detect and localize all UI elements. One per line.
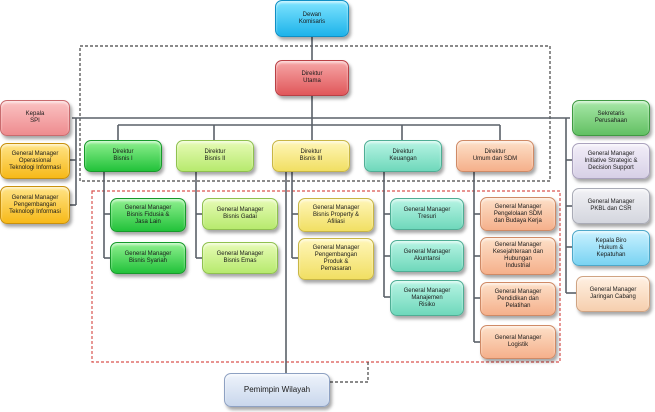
gm-bisnis-emas-box: General Manager Bisnis Emas	[202, 242, 278, 274]
pemimpin-wilayah-box: Pemimpin Wilayah	[224, 373, 330, 407]
gm-pengembangan-produk-box: General Manager Pengembangan Produk & Pe…	[298, 238, 374, 280]
gm-bisnis-gadai-label: General Manager Bisnis Gadai	[216, 207, 264, 220]
gm-jaringan-cabang-label: General Manager Jaringan Cabang	[589, 287, 637, 300]
gm-pengembangan-ti-box: General Manager Pengembangan Teknologi I…	[0, 186, 70, 224]
gm-tresuri-box: General Manager Tresuri	[390, 198, 464, 230]
gm-jaringan-cabang-box: General Manager Jaringan Cabang	[576, 276, 650, 312]
direktur-umum-sdm-box: Direktur Umum dan SDM	[456, 140, 534, 172]
gm-pendidikan-label: General Manager Pendidikan dan Pelatihan	[494, 288, 542, 309]
gm-logistik-box: General Manager Logistik	[480, 325, 556, 359]
gm-tresuri-label: General Manager Tresuri	[403, 207, 451, 220]
pemimpin-wilayah-label: Pemimpin Wilayah	[243, 385, 311, 394]
gm-bisnis-emas-label: General Manager Bisnis Emas	[216, 251, 264, 264]
direktur-bisnis-3-box: Direktur Bisnis III	[272, 140, 350, 172]
direktur-bisnis-2-label: Direktur Bisnis II	[204, 149, 226, 162]
direktur-bisnis-3-label: Direktur Bisnis III	[299, 149, 323, 162]
gm-operasional-ti-box: General Manager Operasional Teknologi In…	[0, 143, 70, 179]
gm-manajemen-risiko-label: General Manager Manajemen Risiko	[403, 287, 451, 308]
gm-pengelolaan-sdm-label: General Manager Pengelolaan SDM dan Buda…	[493, 203, 543, 224]
board-dashed-frame	[79, 45, 551, 182]
gm-akuntansi-box: General Manager Akuntansi	[390, 240, 464, 272]
gm-kesejahteraan-label: General Manager Kesejahteraan dan Hubung…	[492, 242, 544, 269]
gm-bisnis-fidusia-label: General Manager Bisnis Fidusia & Jasa La…	[124, 204, 172, 225]
dewan-komisaris-label: Dewan Komisaris	[298, 11, 326, 25]
kepala-spi-box: Kepala SPI	[0, 100, 70, 136]
gm-pengelolaan-sdm-box: General Manager Pengelolaan SDM dan Buda…	[480, 197, 556, 231]
gm-bisnis-property-label: General Manager Bisnis Property & Afilia…	[312, 204, 360, 225]
kepala-biro-hukum-box: Kepala Biro Hukum & Kepatuhan	[572, 230, 650, 266]
gm-manajemen-risiko-box: General Manager Manajemen Risiko	[390, 280, 464, 316]
gm-logistik-label: General Manager Logistik	[494, 335, 542, 348]
kepala-spi-label: Kepala SPI	[25, 111, 45, 124]
direktur-utama-label: Direktur Utama	[301, 71, 323, 84]
gm-pkbl-csr-box: General Manager PKBL dan CSR	[572, 188, 650, 224]
gm-pengembangan-produk-label: General Manager Pengembangan Produk & Pe…	[312, 245, 360, 272]
gm-pkbl-csr-label: General Manager PKBL dan CSR	[587, 199, 635, 212]
gm-bisnis-gadai-box: General Manager Bisnis Gadai	[202, 198, 278, 230]
gm-pendidikan-box: General Manager Pendidikan dan Pelatihan	[480, 282, 556, 316]
direktur-bisnis-2-box: Direktur Bisnis II	[176, 140, 254, 172]
direktur-umum-sdm-label: Direktur Umum dan SDM	[472, 149, 518, 162]
gm-kesejahteraan-box: General Manager Kesejahteraan dan Hubung…	[480, 237, 556, 275]
direktur-bisnis-1-box: Direktur Bisnis I	[84, 140, 162, 172]
gm-bisnis-syariah-box: General Manager Bisnis Syariah	[110, 242, 186, 274]
gm-operasional-ti-label: General Manager Operasional Teknologi In…	[9, 150, 61, 171]
gm-pengembangan-ti-label: General Manager Pengembangan Teknologi I…	[9, 194, 61, 215]
regional-dashed-frame	[91, 190, 561, 363]
direktur-keuangan-label: Direktur Keuangan	[389, 149, 417, 162]
gm-akuntansi-label: General Manager Akuntansi	[403, 249, 451, 262]
gm-bisnis-fidusia-box: General Manager Bisnis Fidusia & Jasa La…	[110, 198, 186, 232]
gm-bisnis-property-box: General Manager Bisnis Property & Afilia…	[298, 198, 374, 232]
dewan-komisaris-box: Dewan Komisaris	[275, 0, 349, 37]
gm-bisnis-syariah-label: General Manager Bisnis Syariah	[124, 251, 172, 264]
sekretaris-perusahaan-label: Sekretaris Perusahaan	[594, 111, 628, 124]
kepala-biro-hukum-label: Kepala Biro Hukum & Kepatuhan	[595, 237, 627, 258]
gm-initiative-strategic-label: General Manager Initiative Strategic & D…	[584, 150, 638, 171]
direktur-bisnis-1-label: Direktur Bisnis I	[112, 149, 134, 162]
direktur-keuangan-box: Direktur Keuangan	[364, 140, 442, 172]
direktur-utama-box: Direktur Utama	[275, 60, 349, 96]
gm-initiative-strategic-box: General Manager Initiative Strategic & D…	[572, 143, 650, 179]
sekretaris-perusahaan-box: Sekretaris Perusahaan	[572, 100, 650, 136]
